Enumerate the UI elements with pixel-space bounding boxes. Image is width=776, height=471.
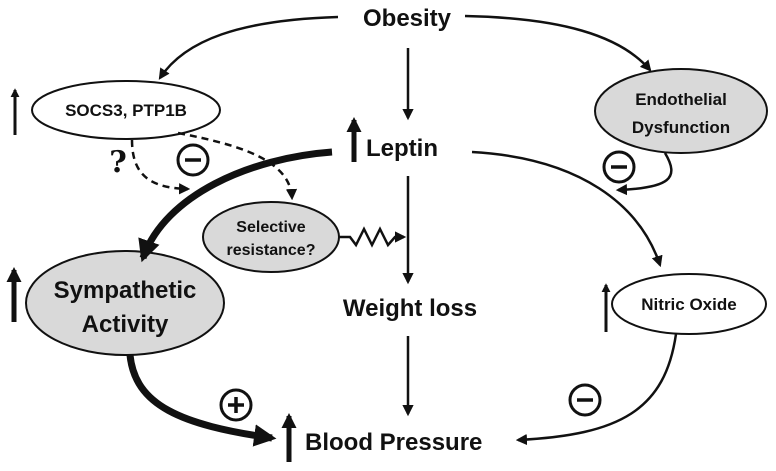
socs3-ellipse	[31, 80, 221, 140]
edge-selective-resistance-block	[339, 226, 407, 248]
edge-nitric-oxide-to-blood-pressure	[515, 333, 678, 446]
sympathetic-ellipse	[25, 250, 225, 356]
question-mark: ?	[109, 145, 127, 180]
sympathetic-label-line1: Sympathetic	[54, 277, 197, 304]
selective-resistance-label-line2: resistance?	[227, 242, 316, 259]
inhibit-sign-nitric-oxide	[568, 383, 602, 417]
endothelial-label-line1: Endothelial	[635, 90, 727, 109]
sympathetic-label-line2: Activity	[82, 311, 169, 338]
edge-sympathetic-to-blood-pressure	[126, 354, 277, 447]
inhibit-sign-endothelial	[602, 150, 636, 184]
stimulate-sign-sympathetic	[219, 388, 253, 422]
nitric-oxide-label: Nitric Oxide	[641, 295, 736, 314]
socs3-label: SOCS3, PTP1B	[65, 101, 187, 120]
leptin-label: Leptin	[366, 135, 438, 162]
edge-endothelial-inhibit	[615, 152, 673, 196]
nitric-oxide-ellipse	[611, 273, 767, 335]
blood-pressure-label: Blood Pressure	[305, 429, 482, 456]
edge-obesity-to-socs3	[158, 15, 339, 80]
weight-loss-label: Weight loss	[343, 295, 477, 322]
endothelial-ellipse	[594, 68, 768, 154]
obesity-label: Obesity	[363, 5, 452, 32]
edge-leptin-to-nitric-oxide	[471, 150, 663, 268]
endothelial-label-line2: Dysfunction	[632, 118, 730, 137]
edge-leptin-to-sympathetic	[138, 148, 333, 263]
edge-socs3-inhibit-dashed	[130, 139, 191, 195]
selective-resistance-label-line1: Selective	[236, 219, 305, 236]
selective-resistance-ellipse	[202, 201, 340, 273]
inhibit-sign-socs3	[176, 143, 210, 177]
edge-obesity-to-endothelial	[464, 14, 652, 72]
